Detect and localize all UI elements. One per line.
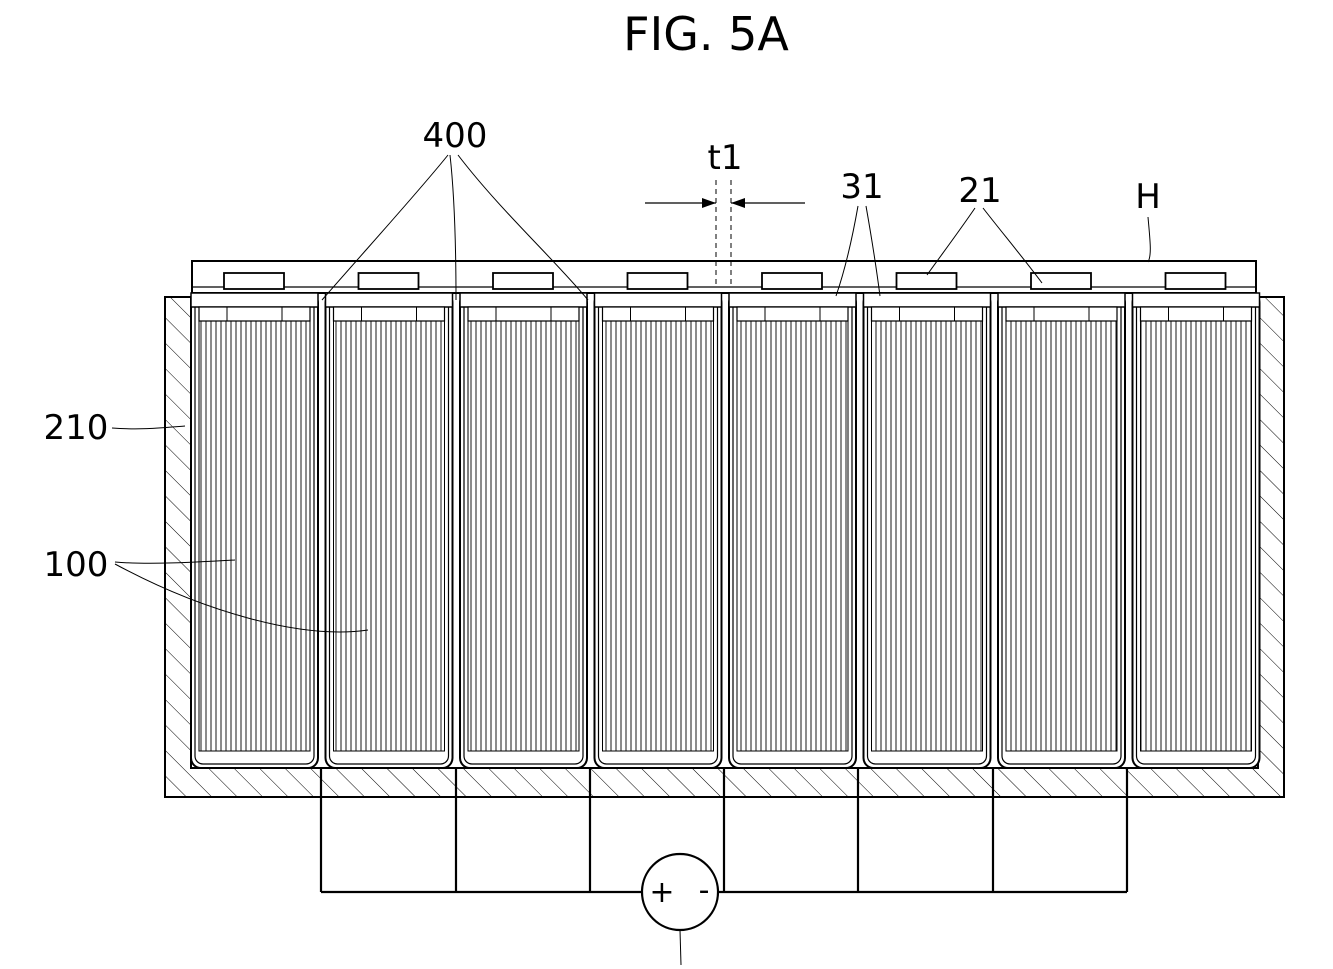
cell-electrode-stack — [603, 321, 714, 751]
battery-cell — [998, 293, 1125, 768]
cell-cap — [864, 293, 991, 307]
battery-cell — [460, 293, 587, 768]
figure-title: FIG. 5A — [623, 7, 789, 61]
cell-tab-row — [199, 307, 310, 321]
cell-electrode-stack — [334, 321, 445, 751]
cell-electrode-stack — [1006, 321, 1117, 751]
electrode-pad — [762, 273, 822, 289]
cell-electrode-stack — [1141, 321, 1252, 751]
cell-electrode-stack — [737, 321, 848, 751]
battery-cell — [729, 293, 856, 768]
cell-tab-row — [872, 307, 983, 321]
battery-cell — [191, 293, 318, 768]
power-source: + - — [642, 854, 718, 965]
plus-sign: + — [649, 875, 674, 910]
electrode-pad — [1166, 273, 1226, 289]
cell-tab-row — [1006, 307, 1117, 321]
electrode-pad — [493, 273, 553, 289]
cell-electrode-stack — [468, 321, 579, 751]
label-t1: t1 — [708, 138, 743, 178]
cell-electrode-stack — [872, 321, 983, 751]
cell-cap — [191, 293, 318, 307]
cell-tab-row — [603, 307, 714, 321]
label-210: 210 — [44, 408, 109, 448]
cell-cap — [729, 293, 856, 307]
cell-tab-row — [737, 307, 848, 321]
cell-cap — [595, 293, 722, 307]
minus-sign: - — [699, 873, 710, 908]
label-100: 100 — [44, 545, 109, 585]
label-21: 21 — [958, 171, 1001, 211]
battery-cell — [326, 293, 453, 768]
label-31: 31 — [840, 167, 883, 207]
cell-cap — [998, 293, 1125, 307]
label-400: 400 — [423, 116, 488, 156]
cell-tab-row — [334, 307, 445, 321]
cell-electrode-stack — [199, 321, 310, 751]
battery-cells — [191, 293, 1260, 768]
cell-tab-row — [1141, 307, 1252, 321]
cell-cap — [1133, 293, 1260, 307]
battery-cell — [1133, 293, 1260, 768]
electrode-pad — [628, 273, 688, 289]
electrode-pad — [897, 273, 957, 289]
label-h: H — [1135, 177, 1161, 217]
cell-cap — [326, 293, 453, 307]
cell-tab-row — [468, 307, 579, 321]
electrode-pad — [224, 273, 284, 289]
battery-cell — [595, 293, 722, 768]
cell-cap — [460, 293, 587, 307]
electrode-pad — [359, 273, 419, 289]
battery-cell — [864, 293, 991, 768]
